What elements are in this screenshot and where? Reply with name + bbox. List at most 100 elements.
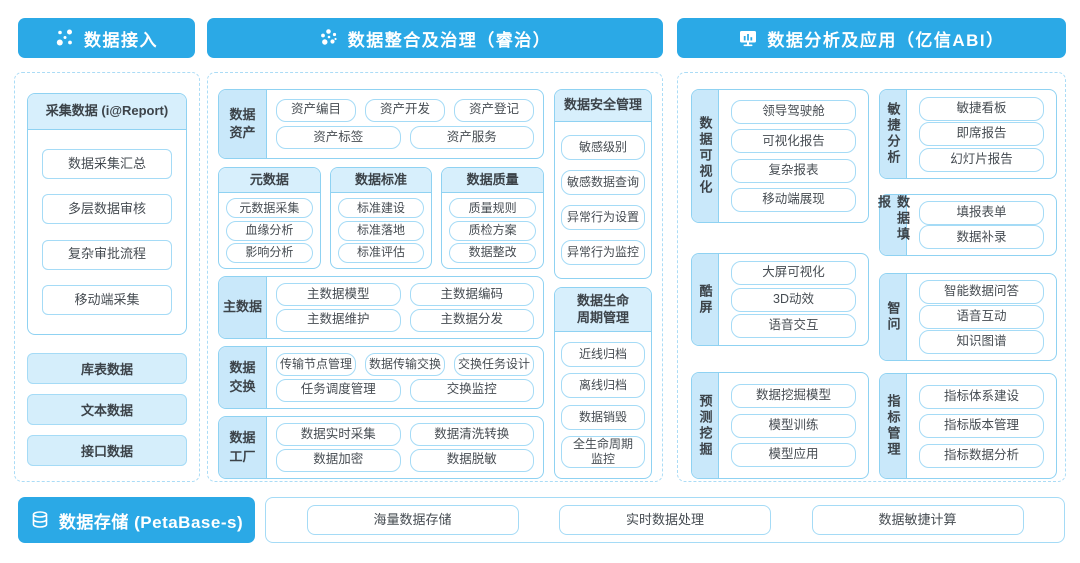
item-pill: 交换监控 <box>409 378 534 402</box>
item-pill: 交换任务设计 <box>454 353 534 377</box>
item-pill: 资产服务 <box>409 126 534 150</box>
item-pill: 大屏可视化 <box>731 261 856 286</box>
monitor-chart-icon <box>738 28 758 48</box>
item-pill: 幻灯片报告 <box>919 147 1044 172</box>
item-pill: 主数据编码 <box>409 283 534 307</box>
group-label: 数据 资产 <box>219 90 267 158</box>
header-data-access: 数据接入 <box>18 18 195 58</box>
group-master-data: 主数据 主数据模型 主数据编码 主数据维护 主数据分发 <box>218 276 544 339</box>
group-collect-data: 采集数据 (i@Report) 数据采集汇总 多层数据审核 复杂审批流程 移动端… <box>27 93 187 335</box>
group-label: 数据可视化 <box>692 90 719 222</box>
item-pill: 主数据维护 <box>276 308 401 332</box>
item-pill: 多层数据审核 <box>42 194 172 225</box>
group-data-visualization: 数据可视化 领导驾驶舱 可视化报告 复杂报表 移动端展现 <box>691 89 869 223</box>
item-pill: 模型训练 <box>731 413 856 438</box>
item-pill: 复杂报表 <box>731 158 856 183</box>
item-pill: 近线归档 <box>561 341 645 367</box>
item-pill: 资产标签 <box>276 126 401 150</box>
storage-capabilities-box: 海量数据存储 实时数据处理 数据敏捷计算 <box>265 497 1065 543</box>
item-pill: 3D动效 <box>731 287 856 312</box>
group-label: 预测挖掘 <box>692 373 719 478</box>
item-pill: 标准评估 <box>337 242 425 263</box>
group-label: 酷屏 <box>692 254 719 345</box>
item-pill: 任务调度管理 <box>276 378 401 402</box>
item-pill: 资产登记 <box>454 98 534 122</box>
item-pill: 数据补录 <box>919 225 1044 250</box>
header-data-analysis: 数据分析及应用（亿信ABI） <box>677 18 1066 58</box>
item-pill: 复杂审批流程 <box>42 239 172 270</box>
item-pill: 质量规则 <box>449 198 537 219</box>
group-items: 资产编目 资产开发 资产登记 资产标签 资产服务 <box>267 90 543 158</box>
group-data-exchange: 数据 交换 传输节点管理 数据传输交换 交换任务设计 任务调度管理 交换监控 <box>218 346 544 409</box>
group-label: 智问 <box>880 274 907 360</box>
group-cool-screen: 酷屏 大屏可视化 3D动效 语音交互 <box>691 253 869 346</box>
group-data-factory: 数据 工厂 数据实时采集 数据清洗转换 数据加密 数据脱敏 <box>218 416 544 479</box>
item-pill: 指标数据分析 <box>919 443 1044 468</box>
group-title: 数据标准 <box>330 168 432 193</box>
item-pill: 可视化报告 <box>731 129 856 154</box>
group-data-security: 数据安全管理 敏感级别 敏感数据查询 异常行为设置 异常行为监控 <box>554 89 652 279</box>
item-pill: 语音互动 <box>919 305 1044 329</box>
item-pill: 标准建设 <box>337 198 425 219</box>
panel-data-access: 采集数据 (i@Report) 数据采集汇总 多层数据审核 复杂审批流程 移动端… <box>14 72 200 482</box>
group-metadata: 元数据 元数据采集 血缘分析 影响分析 <box>218 167 321 269</box>
item-pill: 海量数据存储 <box>306 505 519 535</box>
group-label: 数据 工厂 <box>219 417 267 478</box>
item-pill: 血缘分析 <box>226 220 313 241</box>
group-metric-management: 指标管理 指标体系建设 指标版本管理 指标数据分析 <box>879 373 1057 479</box>
header-label: 数据接入 <box>84 30 158 50</box>
source-box-table-data: 库表数据 <box>27 353 187 384</box>
panel-data-governance: 数据 资产 资产编目 资产开发 资产登记 资产标签 资产服务 元数据 元数据采集… <box>207 72 663 482</box>
item-pill: 全生命周期 监控 <box>561 436 645 469</box>
item-pill: 即席报告 <box>919 122 1044 146</box>
group-label: 主数据 <box>219 277 267 338</box>
item-pill: 主数据模型 <box>276 283 401 307</box>
item-pill: 知识图谱 <box>919 330 1044 354</box>
source-box-api-data: 接口数据 <box>27 435 187 466</box>
item-pill: 实时数据处理 <box>559 505 771 535</box>
item-pill: 主数据分发 <box>409 308 534 332</box>
item-pill: 离线归档 <box>561 373 645 399</box>
item-pill: 敏感级别 <box>561 135 645 160</box>
group-title: 元数据 <box>219 168 320 193</box>
item-pill: 数据敏捷计算 <box>811 505 1024 535</box>
group-label: 敏捷分析 <box>880 90 907 178</box>
group-title: 采集数据 (i@Report) <box>28 94 186 130</box>
item-pill: 数据实时采集 <box>276 423 401 447</box>
item-pill: 数据传输交换 <box>365 353 445 377</box>
group-predictive-mining: 预测挖掘 数据挖掘模型 模型训练 模型应用 <box>691 372 869 479</box>
source-box-text-data: 文本数据 <box>27 394 187 425</box>
group-data-asset: 数据 资产 资产编目 资产开发 资产登记 资产标签 资产服务 <box>218 89 544 159</box>
group-label: 数据 交换 <box>219 347 267 408</box>
database-icon <box>30 510 50 530</box>
group-row-meta-standard-quality: 元数据 元数据采集 血缘分析 影响分析 数据标准 标准建设 标准落地 标准评估 … <box>218 167 545 269</box>
item-pill: 模型应用 <box>731 443 856 468</box>
item-pill: 移动端展现 <box>731 187 856 212</box>
item-pill: 领导驾驶舱 <box>731 100 856 125</box>
group-data-quality: 数据质量 质量规则 质检方案 数据整改 <box>441 167 545 269</box>
header-data-storage: 数据存储 (PetaBase-s) <box>18 497 255 543</box>
group-label: 数据填报 <box>876 195 910 255</box>
header-label: 数据存储 (PetaBase-s) <box>58 512 244 532</box>
item-pill: 资产开发 <box>365 98 445 122</box>
item-pill: 移动端采集 <box>42 284 172 315</box>
header-data-governance: 数据整合及治理（睿治） <box>207 18 663 58</box>
group-items: 数据采集汇总 多层数据审核 复杂审批流程 移动端采集 <box>28 130 186 334</box>
network-dots-icon <box>55 28 75 48</box>
item-pill: 质检方案 <box>449 220 537 241</box>
item-pill: 数据整改 <box>449 242 537 263</box>
group-label: 指标管理 <box>880 374 907 478</box>
item-pill: 数据清洗转换 <box>409 423 534 447</box>
item-pill: 影响分析 <box>226 242 313 263</box>
item-pill: 异常行为设置 <box>561 205 645 230</box>
group-data-standard: 数据标准 标准建设 标准落地 标准评估 <box>329 167 433 269</box>
item-pill: 语音交互 <box>731 313 856 338</box>
item-pill: 数据脱敏 <box>409 448 534 472</box>
item-pill: 传输节点管理 <box>276 353 356 377</box>
group-data-lifecycle: 数据生命 周期管理 近线归档 离线归档 数据销毁 全生命周期 监控 <box>554 287 652 479</box>
item-pill: 数据加密 <box>276 448 401 472</box>
group-data-reporting: 数据填报 填报表单 数据补录 <box>876 194 1057 256</box>
item-pill: 指标版本管理 <box>919 414 1044 438</box>
panel-data-analysis: 数据可视化 领导驾驶舱 可视化报告 复杂报表 移动端展现 酷屏 大屏可视化 3D… <box>677 72 1066 482</box>
group-smart-ask: 智问 智能数据问答 语音互动 知识图谱 <box>879 273 1057 361</box>
